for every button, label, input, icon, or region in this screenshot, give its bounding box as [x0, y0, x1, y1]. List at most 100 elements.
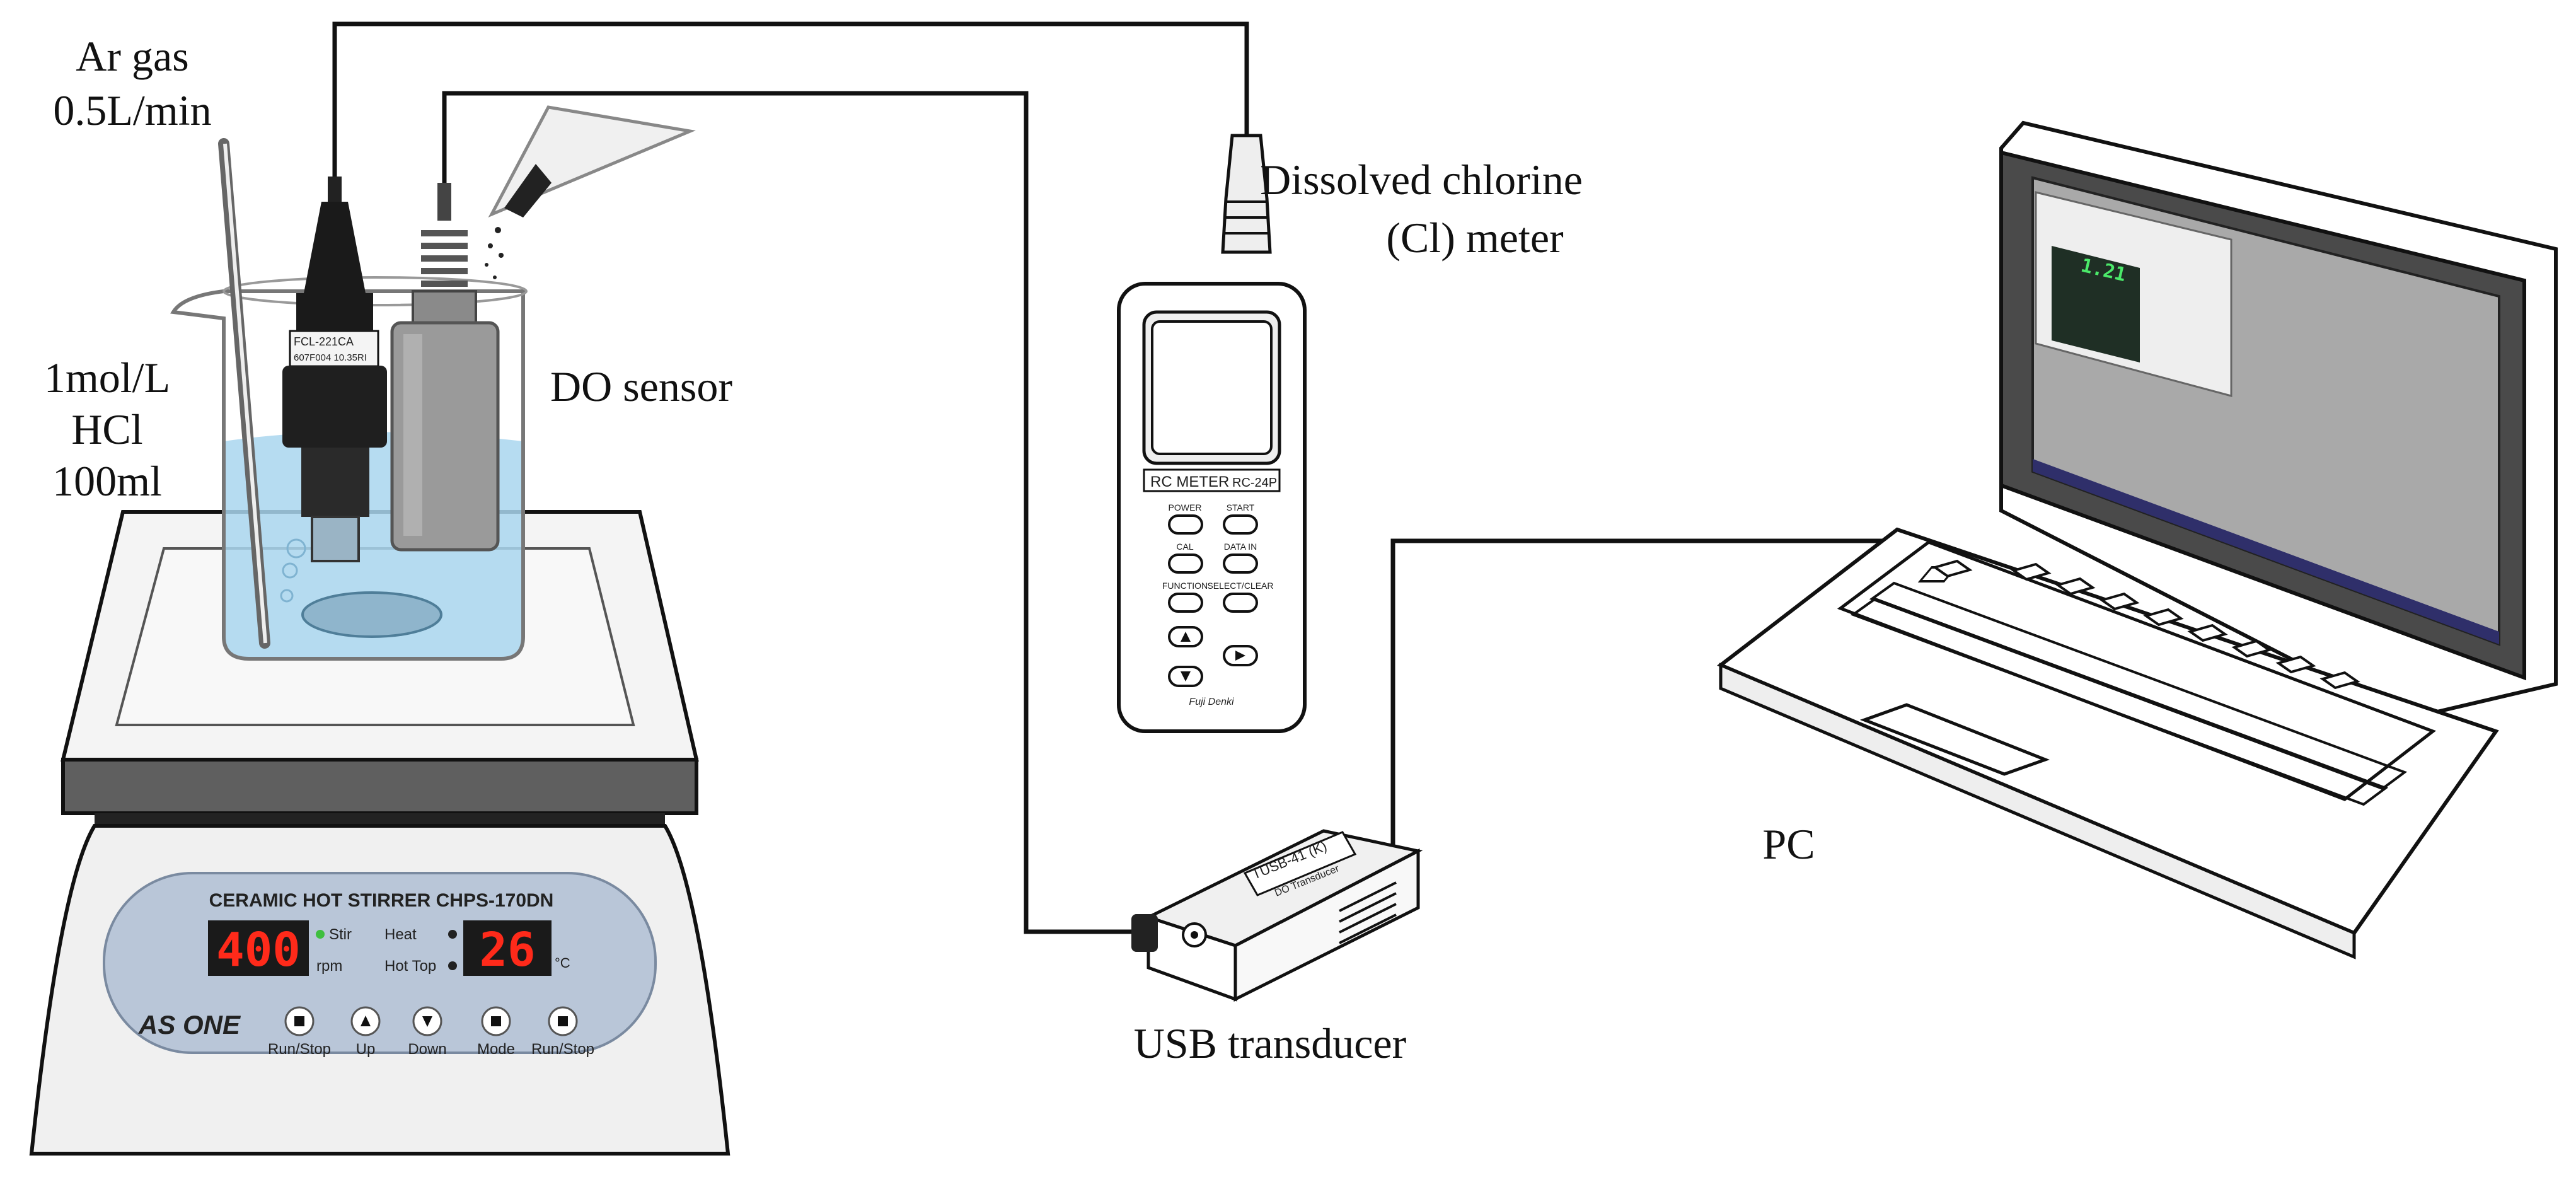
stirrer-plate-edge	[61, 758, 698, 815]
gas-bubble	[286, 538, 306, 559]
powder-particle	[499, 253, 504, 258]
button-label: Run/Stop	[531, 1041, 594, 1058]
powder-particle	[485, 263, 488, 267]
cl-sensor-stem	[301, 448, 369, 517]
cl-sensor: FCL-221CA 607F004 10.35RI	[282, 177, 387, 562]
power-button[interactable]	[1168, 514, 1203, 535]
stirrer-model-label: CERAMIC HOT STIRRER CHPS-170DN	[209, 890, 554, 911]
button-label: Down	[408, 1041, 446, 1058]
cal-button[interactable]	[1168, 553, 1203, 574]
stirrer-buttons	[284, 1006, 578, 1036]
cable-do-sensor-to-transducer	[442, 91, 1147, 934]
cables	[332, 21, 1888, 934]
stir-label: Stir	[329, 926, 352, 943]
temperature-display	[463, 920, 552, 976]
meter-model-text: RC METER	[1150, 473, 1229, 490]
function-button[interactable]	[1168, 593, 1203, 613]
do-sensor	[390, 183, 500, 552]
powder-pile	[504, 164, 552, 217]
meter-model-strip	[1143, 468, 1281, 492]
hcl-name-label: HCl	[71, 405, 142, 453]
hot-top-label: Hot Top	[384, 958, 436, 975]
cl-sensor-tip	[311, 516, 360, 562]
stirrer-control-panel	[103, 872, 657, 1054]
cable-cl-sensor-to-meter	[332, 21, 1249, 183]
transducer-side	[1233, 848, 1420, 1002]
cl-sensor-label-line2: 607F004 10.35RI	[294, 352, 367, 363]
meter-button-label: POWER	[1169, 502, 1202, 513]
screen-taskbar	[2033, 459, 2499, 644]
powder-paper	[485, 105, 696, 279]
gas-bubble	[280, 589, 294, 603]
laptop-pc: 1.21	[1717, 120, 2558, 959]
temperature-unit: °C	[555, 955, 570, 971]
meter-model-code: RC-24P	[1232, 476, 1277, 490]
do-sensor-cable-end	[437, 183, 451, 221]
heat-label: Heat	[384, 926, 417, 943]
rpm-value: 400	[216, 923, 301, 977]
powder-particle	[495, 227, 501, 233]
do-sensor-highlight	[403, 334, 422, 536]
do-sensor-spring	[421, 230, 468, 287]
laptop-keys	[1932, 559, 2360, 690]
select-clear-button[interactable]	[1223, 593, 1258, 613]
meter-button-label: FUNCTION	[1162, 581, 1208, 591]
powder-particle	[488, 243, 493, 248]
button-label: Run/Stop	[268, 1041, 331, 1058]
cl-meter-label-line1: Dissolved chlorine	[1260, 156, 1583, 204]
laptop-key-rows	[1850, 581, 2408, 806]
hcl-concentration-label: 1mol/L	[44, 354, 170, 402]
beaker-rim	[222, 276, 528, 306]
stop-icon	[558, 1016, 568, 1026]
transducer-label-plate	[1243, 831, 1357, 896]
start-button[interactable]	[1223, 514, 1258, 535]
powder-particle	[493, 275, 497, 279]
meter-connector	[1221, 134, 1272, 254]
heat-indicator-led	[448, 930, 457, 939]
cl-sensor-body	[296, 293, 373, 331]
beaker-glass	[170, 289, 525, 661]
cable-transducer-to-pc	[1390, 538, 1888, 851]
down-arrow-icon	[422, 1016, 432, 1027]
ar-flow-label: 0.5L/min	[53, 86, 211, 134]
cl-sensor-shaft	[282, 366, 387, 448]
transducer-port-center	[1191, 931, 1198, 939]
stir-bar	[301, 591, 442, 638]
meter-button-label: START	[1227, 502, 1255, 513]
rpm-display	[208, 920, 309, 976]
stop-icon	[294, 1016, 304, 1026]
cl-sensor-label-plate	[289, 330, 379, 368]
ar-gas-tube-highlight	[223, 143, 267, 644]
usb-transducer: TUSB-41 (K) DO Transducer	[1131, 829, 1423, 1002]
button-label: Mode	[477, 1041, 515, 1058]
cl-meter: RC METER RC-24P POWER START CAL DATA IN …	[1117, 134, 1307, 733]
meter-brand: Fuji Denki	[1189, 697, 1234, 707]
laptop-base-edge	[1719, 663, 2356, 959]
stirrer-gap	[95, 813, 665, 827]
do-sensor-collar	[412, 290, 477, 324]
meter-button-label: CAL	[1176, 542, 1193, 552]
annotation-labels: Ar gas 0.5L/min 1mol/L HCl 100ml DO sens…	[44, 32, 1815, 1067]
cl-sensor-cap	[328, 177, 342, 202]
screen-chart-area	[2052, 246, 2140, 362]
do-sensor-label: DO sensor	[550, 362, 732, 410]
up-arrow-icon	[361, 1016, 371, 1026]
transducer-vent	[1339, 881, 1397, 944]
transducer-connector	[1131, 914, 1158, 952]
button-label: Up	[356, 1041, 376, 1058]
usb-transducer-label: USB transducer	[1134, 1019, 1407, 1067]
pc-label: PC	[1762, 820, 1815, 868]
ar-gas-label: Ar gas	[76, 32, 188, 80]
rpm-unit: rpm	[316, 958, 342, 975]
meter-button-label: DATA IN	[1224, 542, 1257, 552]
stir-indicator-led	[316, 930, 325, 939]
data-in-button[interactable]	[1223, 553, 1258, 574]
down-arrow-icon	[1181, 671, 1191, 681]
right-arrow-icon	[1235, 651, 1245, 661]
cl-meter-label-line2: (Cl) meter	[1386, 214, 1564, 262]
brand-logo-text: AS ONE	[138, 1010, 241, 1040]
hcl-volume-label: 100ml	[52, 457, 162, 505]
cl-sensor-label-line1: FCL-221CA	[294, 335, 354, 348]
